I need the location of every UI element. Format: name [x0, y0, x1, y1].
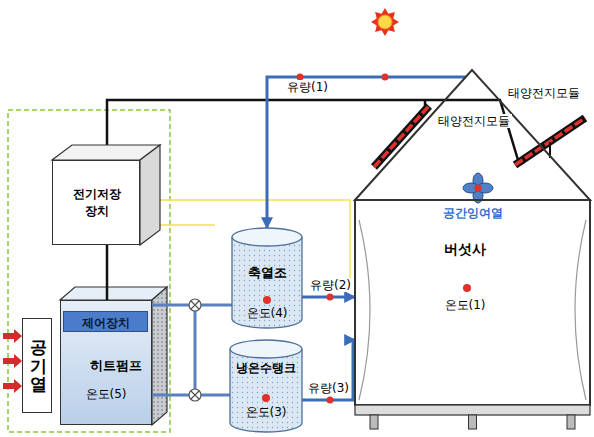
- system-boundary: [8, 110, 170, 432]
- tank-lid: [232, 228, 302, 246]
- power-wire: [107, 100, 518, 160]
- solar-module-label: 태양전지모듈: [436, 114, 512, 128]
- valve-cross: [191, 391, 199, 399]
- curtain: [359, 220, 586, 400]
- flow-sensor: [327, 294, 334, 301]
- heat-pump-box: 히트펌프온도(5) 제어장치: [60, 300, 152, 425]
- valve-body: [189, 389, 201, 401]
- temperature-label: 온도(5): [86, 386, 127, 403]
- flow-sensor: [382, 74, 389, 81]
- house-leg: [567, 415, 575, 429]
- tank-lid: [230, 340, 302, 358]
- power-line: [106, 245, 109, 300]
- water-tank: 냉온수탱크온도(3): [230, 340, 302, 432]
- sun-rays: [371, 8, 399, 36]
- fan-hub: [475, 185, 482, 192]
- temperature-label: 온도(1): [445, 297, 486, 314]
- solar-module-label: 태양전지모듈: [506, 86, 582, 100]
- wall: [355, 200, 590, 405]
- solar-panel-frame: [374, 106, 429, 167]
- node-title: 축열조: [248, 264, 287, 282]
- pipe: [194, 311, 197, 389]
- solar-panel-cells: [515, 118, 585, 165]
- air-heat-arrow: [3, 354, 22, 368]
- solar-panel-cells: [374, 106, 429, 167]
- storage-tank: 축열조온도(4): [232, 228, 302, 328]
- heatpump-side-face: [152, 287, 167, 425]
- surplus-heat-label: 공간잉여열: [441, 206, 505, 220]
- roof: [355, 70, 590, 200]
- control-unit-band: 제어장치: [63, 311, 148, 332]
- pipe: [302, 340, 355, 400]
- pipe: [267, 77, 466, 228]
- node-title: 전기저장 장치: [67, 186, 127, 220]
- valve-cross: [191, 301, 199, 309]
- house-leg: [370, 415, 378, 429]
- valve-body: [189, 299, 201, 311]
- node-title: 제어장치: [82, 314, 130, 331]
- flow-label: 유량(3): [306, 381, 351, 395]
- temperature-label: 온도(4): [247, 305, 288, 322]
- node-title: 냉온수탱크: [236, 360, 296, 377]
- air-heat-box: 공기열: [22, 318, 52, 413]
- node-title: 히트펌프: [90, 357, 142, 375]
- heatpump-top-face: [60, 287, 167, 300]
- solar-panel-frame: [515, 118, 585, 165]
- sun-disc: [378, 15, 392, 29]
- node-title: 공기열: [30, 338, 47, 394]
- temperature-sensor: [463, 284, 471, 292]
- storage-side-face: [140, 145, 160, 245]
- tank-body: [230, 349, 302, 432]
- flow-sensor: [327, 397, 334, 404]
- house-leg: [469, 415, 477, 429]
- air-heat-arrow: [3, 379, 22, 393]
- fan: [463, 173, 493, 203]
- flow-label: 유량(1): [285, 80, 330, 94]
- temperature-label: 온도(3): [246, 404, 287, 421]
- sun: [371, 8, 399, 36]
- signal-wire: [160, 224, 215, 225]
- floor: [355, 405, 590, 415]
- temperature-sensor: [263, 296, 271, 304]
- air-heat-arrow: [3, 329, 22, 343]
- node-title: 버섯사: [444, 241, 486, 259]
- valve: [189, 299, 201, 311]
- storage-box: 전기저장 장치: [52, 160, 140, 245]
- flow-label: 유량(2): [308, 278, 353, 292]
- temperature-sensor: [262, 394, 270, 402]
- valve: [189, 389, 201, 401]
- tank-body: [232, 237, 302, 328]
